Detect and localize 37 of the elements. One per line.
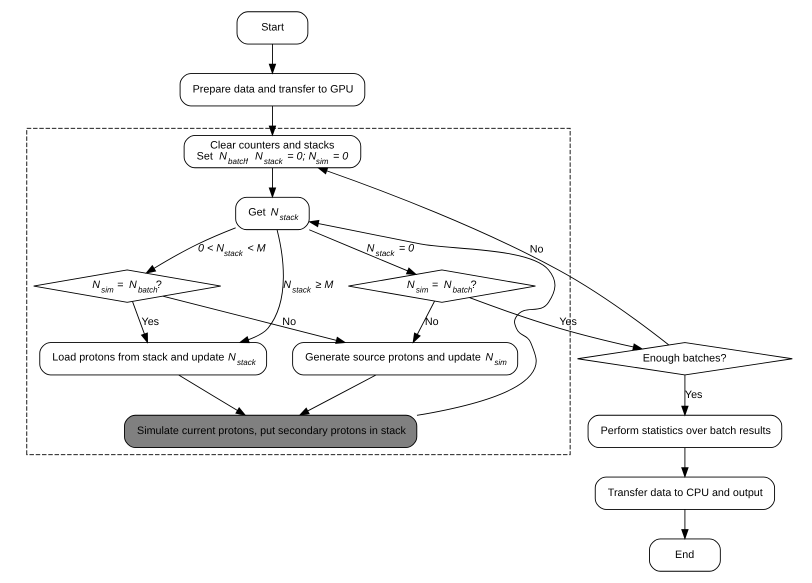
arrow xyxy=(412,300,436,344)
arrow xyxy=(238,230,284,344)
node-box: Start xyxy=(236,11,308,44)
node-box: Simulate current protons, put secondary protons in stack xyxy=(124,414,418,448)
arrow xyxy=(162,296,346,344)
edge-label: Yes xyxy=(142,316,160,328)
arrow xyxy=(268,168,276,198)
edge-label: No xyxy=(424,316,439,328)
node-box: Perform statistics over batch results xyxy=(588,414,782,448)
node-box: Generate source protons and update N$_{sim}$ xyxy=(292,342,518,376)
node-box: Clear counters and stacks Set N$_{batch}$, N$_{stack}$ = 0; N$_{sim}$ = 0 xyxy=(184,135,362,168)
arrow xyxy=(681,447,689,478)
arrow xyxy=(468,297,644,351)
edge-label: N$_{stack}$ = 0 xyxy=(366,242,414,258)
arrow xyxy=(178,374,246,416)
arrow xyxy=(308,220,556,416)
node-diamond: N$_{sim}$ = N$_{batch}$? xyxy=(33,270,222,303)
arrow xyxy=(145,227,236,274)
arrow xyxy=(308,229,418,275)
arrow xyxy=(298,374,376,416)
arrow xyxy=(681,509,689,540)
edge-label: Yes xyxy=(559,316,577,328)
arrow xyxy=(268,44,276,75)
edge-label: No xyxy=(530,244,544,256)
node-box: End xyxy=(649,538,721,572)
edge-label: 0 < N$_{stack}$ < M xyxy=(198,242,266,258)
node-box: Get N$_{stack}$ xyxy=(235,196,310,230)
arrow xyxy=(132,301,148,344)
edge-label: N$_{stack}$ ≥ M xyxy=(283,279,334,295)
node-box: Transfer data to CPU and output xyxy=(594,476,776,510)
arrow xyxy=(268,106,276,136)
edge-label: No xyxy=(282,316,296,328)
node-box: Load protons from stack and update N$_{stack}$ xyxy=(39,342,268,376)
node-box: Prepare data and transfer to GPU xyxy=(180,73,366,106)
node-diamond: N$_{sim}$ = N$_{batch}$? xyxy=(348,270,536,303)
arrow xyxy=(316,167,670,346)
arrow xyxy=(681,374,689,416)
